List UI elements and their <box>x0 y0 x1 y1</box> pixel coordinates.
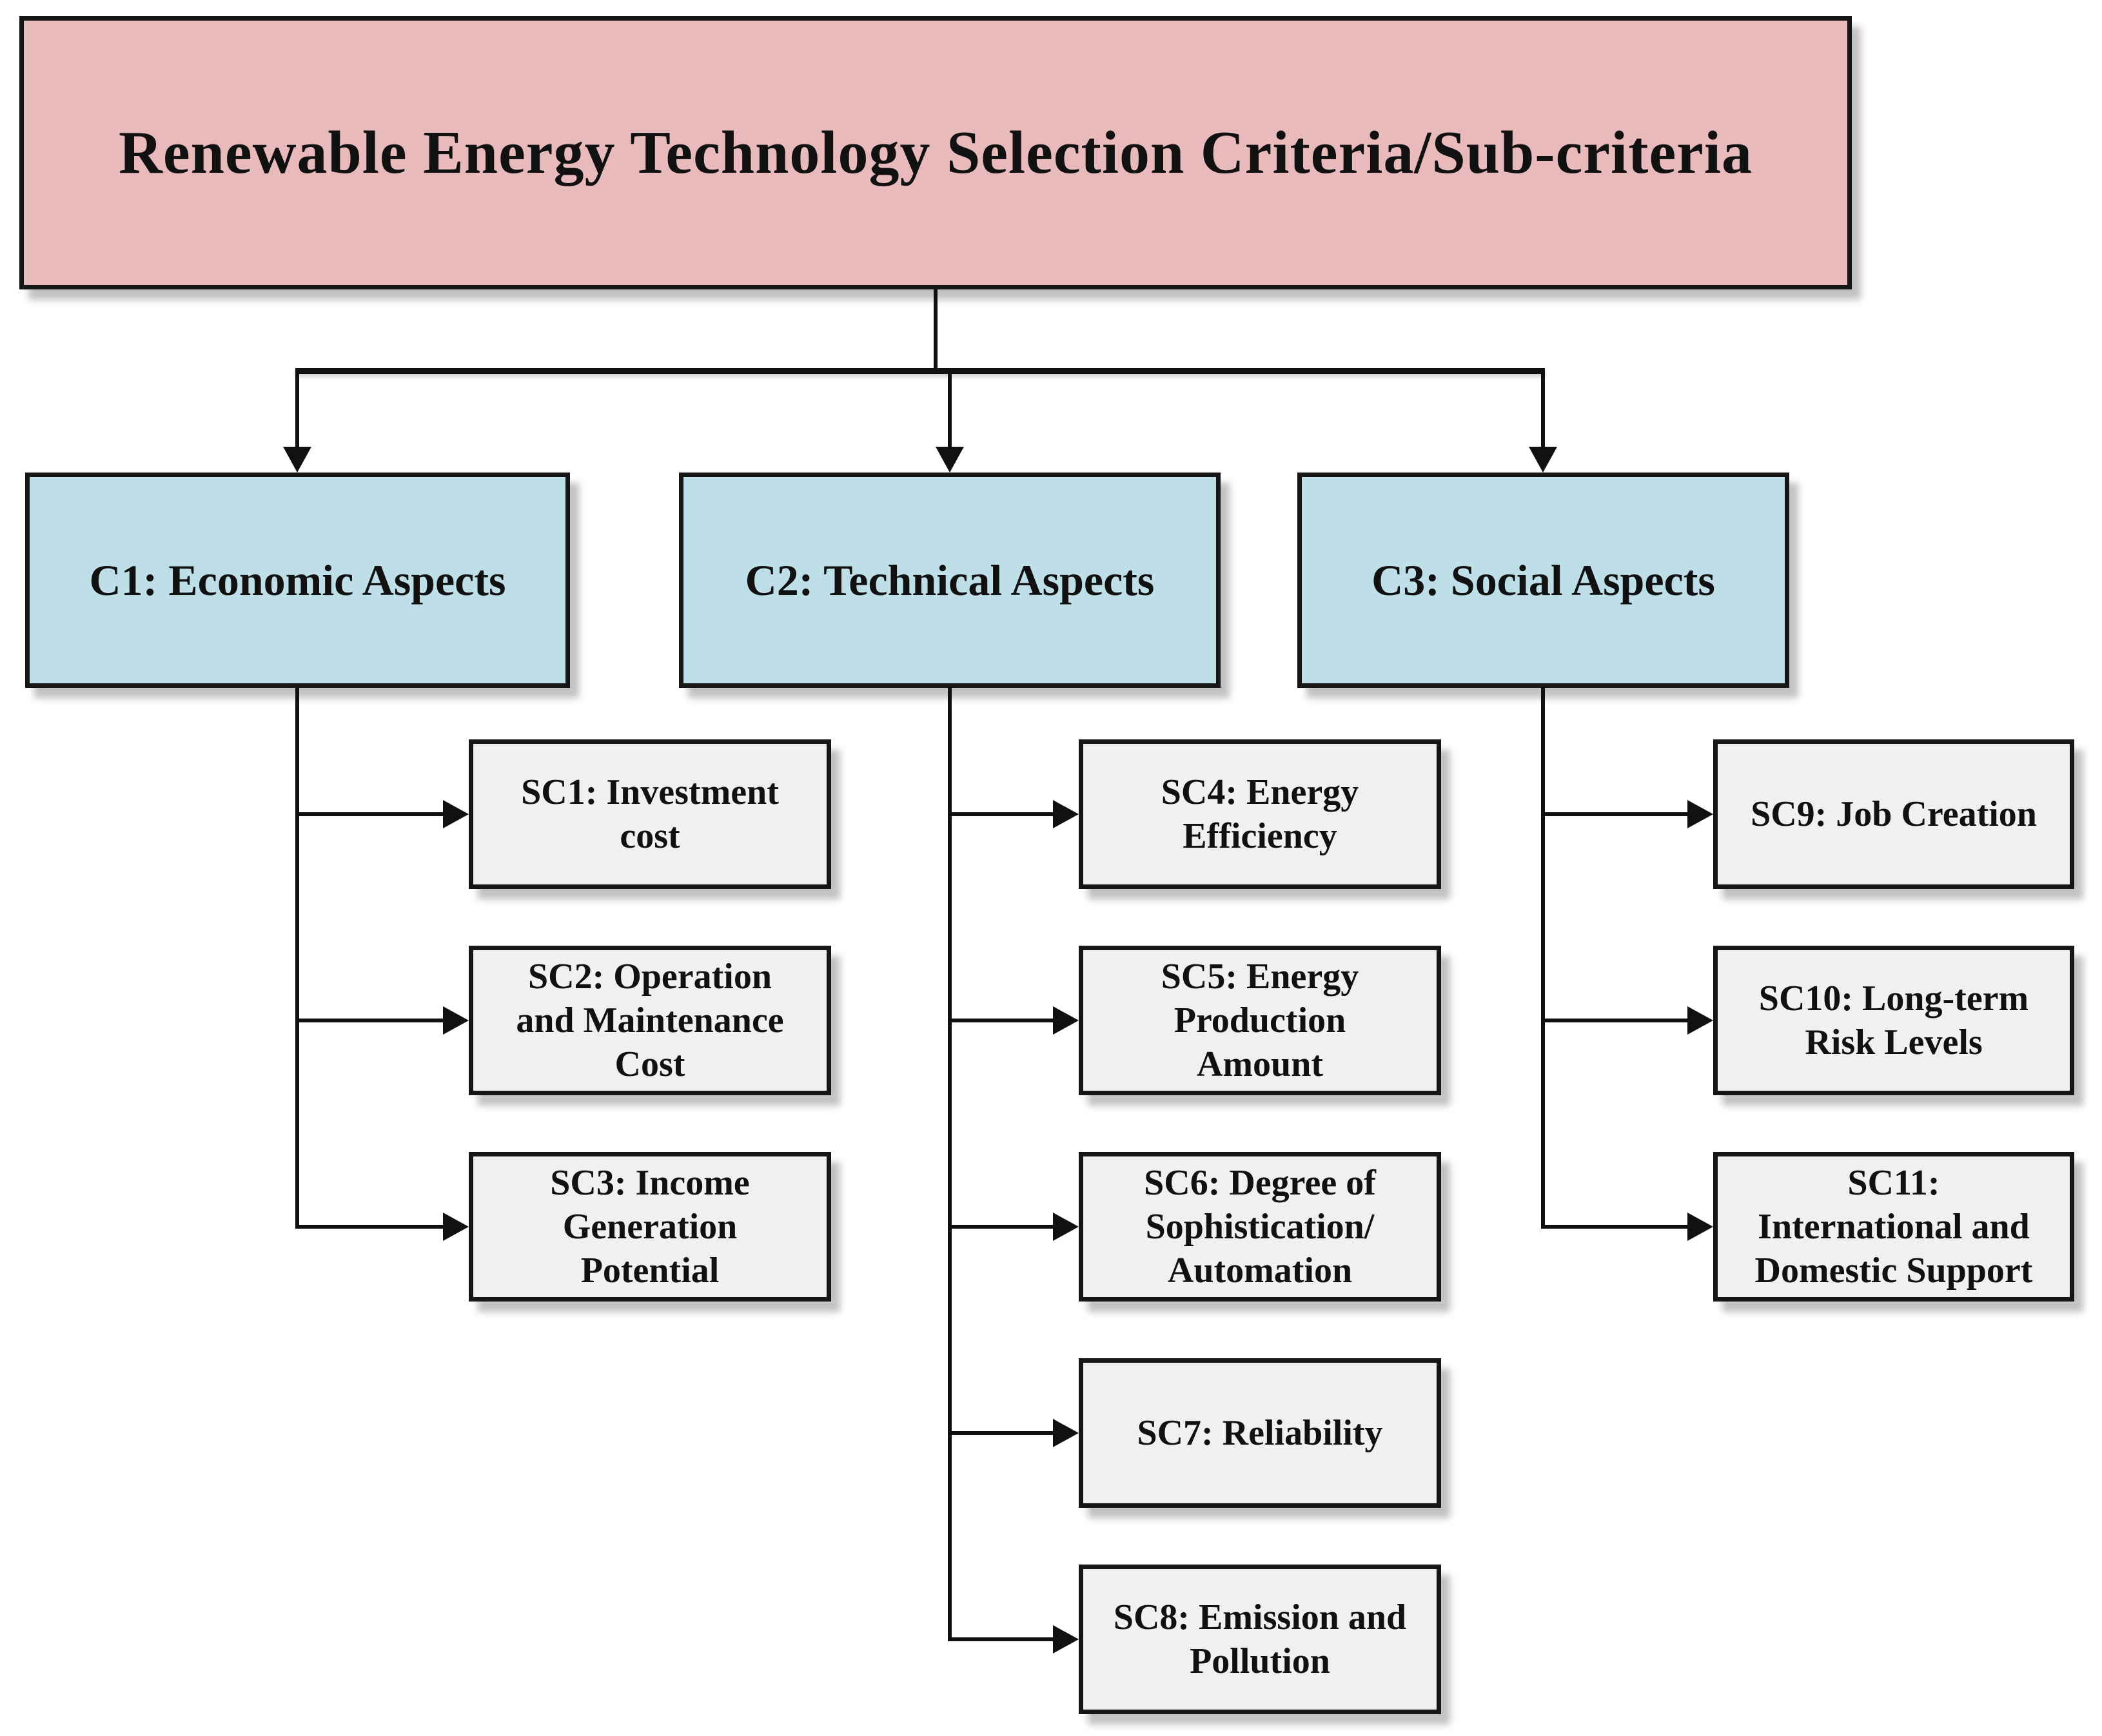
subcriteria-label-sc2: SC2: Operation and Maintenance Cost <box>516 956 784 1085</box>
arrowhead-right-sc10 <box>1687 1006 1713 1035</box>
connector-branch-sc2 <box>295 1019 443 1022</box>
connector-branch-sc10 <box>1541 1019 1687 1022</box>
subcriteria-label-sc11: SC11: International and Domestic Support <box>1754 1162 2033 1291</box>
subcriteria-label-sc4: SC4: Energy Efficiency <box>1161 772 1359 856</box>
arrowhead-right-sc9 <box>1687 800 1713 828</box>
arrowhead-right-sc2 <box>443 1006 469 1035</box>
connector-branch-sc9 <box>1541 812 1687 816</box>
arrowhead-down-c3 <box>1529 447 1557 473</box>
arrowhead-right-sc6 <box>1053 1213 1079 1241</box>
criteria-box-c1: C1: Economic Aspects <box>25 473 570 688</box>
connector-spine-c2 <box>948 688 952 1641</box>
subcriteria-label-sc5: SC5: Energy Production Amount <box>1161 956 1359 1085</box>
connector-branch-sc1 <box>295 812 443 816</box>
arrowhead-right-sc1 <box>443 800 469 828</box>
arrowhead-right-sc11 <box>1687 1213 1713 1241</box>
arrowhead-right-sc4 <box>1053 800 1079 828</box>
subcriteria-label-sc7: SC7: Reliability <box>1137 1412 1383 1453</box>
subcriteria-box-sc5: SC5: Energy Production Amount <box>1079 946 1441 1095</box>
criteria-box-c2: C2: Technical Aspects <box>679 473 1221 688</box>
subcriteria-label-sc6: SC6: Degree of Sophistication/ Automatio… <box>1144 1162 1376 1291</box>
connector-branch-sc4 <box>948 812 1053 816</box>
connector-branch-sc11 <box>1541 1225 1687 1229</box>
connector-bus <box>295 368 1545 374</box>
arrowhead-right-sc3 <box>443 1213 469 1241</box>
criteria-label-c2: C2: Technical Aspects <box>745 555 1155 605</box>
connector-branch-sc6 <box>948 1225 1053 1229</box>
title-box: Renewable Energy Technology Selection Cr… <box>19 16 1852 289</box>
connector-branch-sc7 <box>948 1431 1053 1435</box>
connector-drop-c3 <box>1541 371 1545 448</box>
subcriteria-label-sc10: SC10: Long-term Risk Levels <box>1758 978 2029 1062</box>
connector-title-drop <box>934 289 938 373</box>
connector-spine-c1 <box>295 688 299 1229</box>
arrowhead-down-c2 <box>936 447 964 473</box>
arrowhead-right-sc8 <box>1053 1625 1079 1653</box>
subcriteria-label-sc8: SC8: Emission and Pollution <box>1113 1597 1407 1681</box>
arrowhead-right-sc5 <box>1053 1006 1079 1035</box>
subcriteria-box-sc7: SC7: Reliability <box>1079 1358 1441 1508</box>
arrowhead-right-sc7 <box>1053 1419 1079 1447</box>
connector-branch-sc8 <box>948 1637 1053 1641</box>
criteria-box-c3: C3: Social Aspects <box>1297 473 1789 688</box>
subcriteria-box-sc1: SC1: Investment cost <box>469 739 831 889</box>
connector-drop-c1 <box>295 371 299 448</box>
subcriteria-box-sc4: SC4: Energy Efficiency <box>1079 739 1441 889</box>
diagram-title: Renewable Energy Technology Selection Cr… <box>118 119 1753 186</box>
subcriteria-box-sc8: SC8: Emission and Pollution <box>1079 1565 1441 1714</box>
subcriteria-label-sc3: SC3: Income Generation Potential <box>550 1162 750 1291</box>
connector-spine-c3 <box>1541 688 1545 1229</box>
arrowhead-down-c1 <box>283 447 311 473</box>
connector-branch-sc3 <box>295 1225 443 1229</box>
connector-drop-c2 <box>948 371 952 448</box>
subcriteria-box-sc10: SC10: Long-term Risk Levels <box>1713 946 2074 1095</box>
connector-branch-sc5 <box>948 1019 1053 1022</box>
subcriteria-box-sc3: SC3: Income Generation Potential <box>469 1152 831 1302</box>
subcriteria-label-sc9: SC9: Job Creation <box>1751 794 2037 834</box>
subcriteria-box-sc9: SC9: Job Creation <box>1713 739 2074 889</box>
criteria-label-c1: C1: Economic Aspects <box>89 555 506 605</box>
subcriteria-label-sc1: SC1: Investment cost <box>521 772 779 856</box>
subcriteria-box-sc6: SC6: Degree of Sophistication/ Automatio… <box>1079 1152 1441 1302</box>
subcriteria-box-sc2: SC2: Operation and Maintenance Cost <box>469 946 831 1095</box>
criteria-label-c3: C3: Social Aspects <box>1371 555 1715 605</box>
subcriteria-box-sc11: SC11: International and Domestic Support <box>1713 1152 2074 1302</box>
